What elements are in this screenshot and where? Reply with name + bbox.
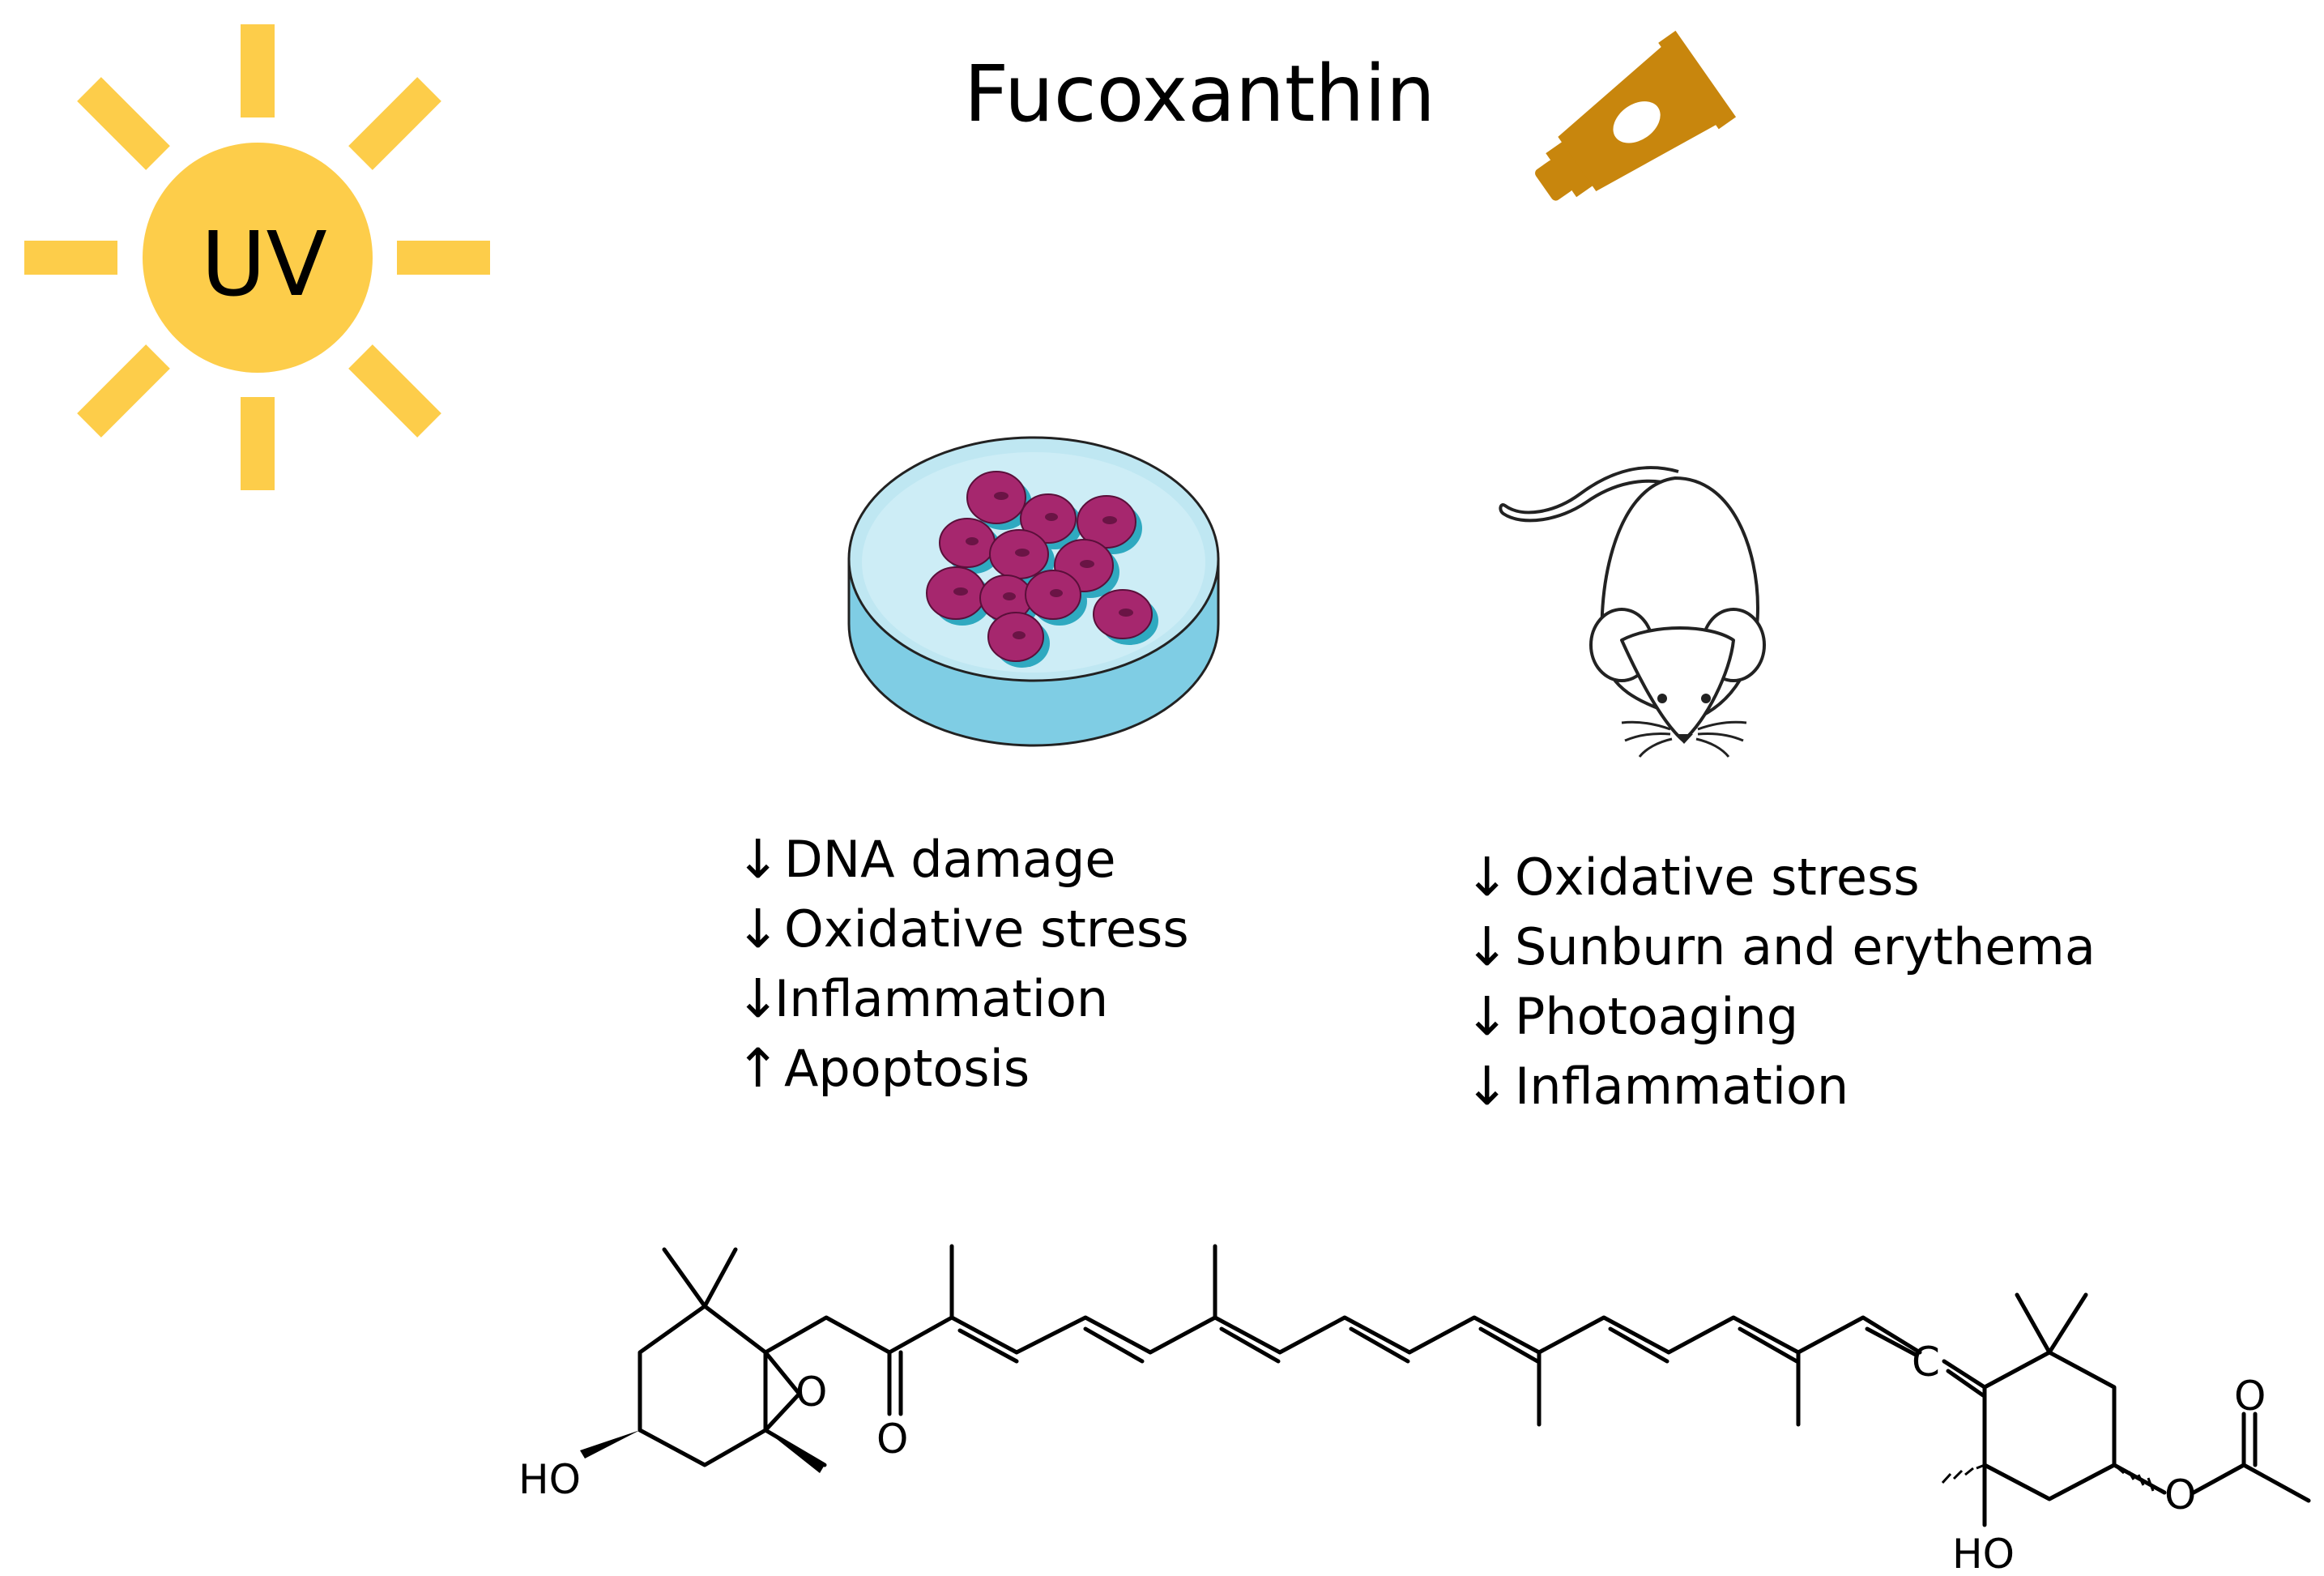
list-item: ↓Oxidative stress — [736, 895, 1189, 964]
atom-label: HO — [1952, 1531, 2015, 1576]
arrow-down-icon: ↓ — [736, 967, 781, 1030]
cream-tube-icon — [1535, 30, 1737, 201]
sun-icon — [24, 24, 490, 490]
arrow-down-icon: ↓ — [1465, 916, 1510, 978]
cell-cluster — [926, 471, 1158, 668]
effect-label: Oxidative stress — [1515, 848, 1920, 907]
list-item: ↓Inflammation — [1465, 1052, 2096, 1121]
fucoxanthin-structure: HO O O C HO O O — [518, 1244, 2311, 1576]
list-item: ↑Apoptosis — [736, 1034, 1189, 1104]
atom-label: O — [876, 1416, 908, 1463]
page-title: Fucoxanthin — [964, 49, 1435, 139]
effect-label: Inflammation — [774, 969, 1109, 1028]
uv-label: UV — [201, 212, 327, 316]
atom-label: O — [795, 1369, 827, 1416]
atom-label: O — [2234, 1373, 2266, 1420]
atom-label: C — [1912, 1339, 1940, 1386]
list-item: ↓DNA damage — [736, 825, 1189, 895]
mouse-icon — [1499, 466, 1766, 758]
effect-label: Apoptosis — [784, 1039, 1030, 1098]
atom-label: HO — [518, 1456, 581, 1503]
arrow-down-icon: ↓ — [736, 828, 781, 891]
effect-label: Oxidative stress — [784, 899, 1189, 959]
arrow-down-icon: ↓ — [1465, 846, 1510, 908]
list-item: ↓Photoaging — [1465, 982, 2096, 1052]
mouse-effects-list: ↓Oxidative stress ↓Sunburn and erythema … — [1465, 843, 2096, 1121]
effect-label: Photoaging — [1515, 987, 1799, 1046]
effect-label: DNA damage — [784, 830, 1116, 889]
cell-effects-list: ↓DNA damage ↓Oxidative stress ↓Inflammat… — [736, 825, 1189, 1104]
list-item: ↓Oxidative stress — [1465, 843, 2096, 912]
effect-label: Sunburn and erythema — [1515, 917, 2096, 976]
list-item: ↓Inflammation — [736, 964, 1189, 1034]
arrow-down-icon: ↓ — [1465, 1055, 1510, 1117]
arrow-up-icon: ↑ — [736, 1037, 781, 1100]
arrow-down-icon: ↓ — [736, 898, 781, 960]
petri-dish-icon — [847, 436, 1220, 747]
effect-label: Inflammation — [1515, 1057, 1849, 1116]
arrow-down-icon: ↓ — [1465, 985, 1510, 1048]
atom-label: O — [2164, 1471, 2196, 1518]
list-item: ↓Sunburn and erythema — [1465, 912, 2096, 982]
